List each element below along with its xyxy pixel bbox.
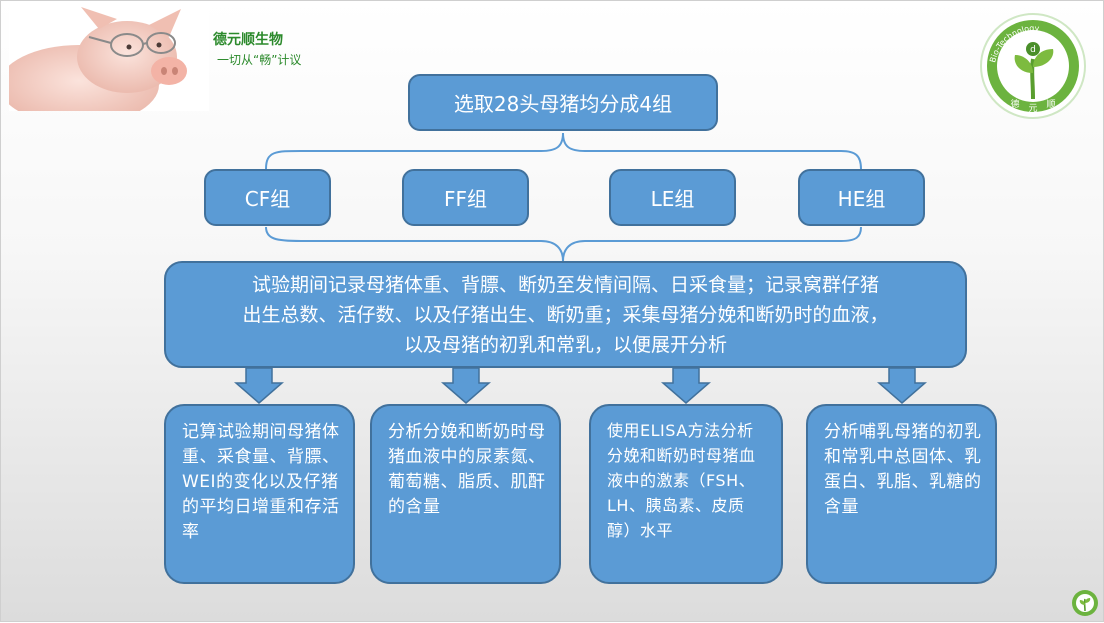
logo-char-1: 德 [1010, 98, 1019, 110]
group-box-ff: FF组 [402, 169, 529, 226]
company-logo: Bio-Technology d 德 元 顺 [973, 11, 1093, 121]
analysis-box-hormones: 使用ELISA方法分析分娩和断奶时母猪血液中的激素（FSH、LH、胰岛素、皮质醇… [589, 404, 783, 584]
logo-char-3: 顺 [1046, 99, 1055, 110]
analysis-box-blood-metabolites: 分析分娩和断奶时母猪血液中的尿素氮、葡萄糖、脂质、肌酐的含量 [370, 404, 561, 584]
down-arrow-1 [233, 367, 285, 404]
procedure-line-2: 出生总数、活仔数、以及仔猪出生、断奶重；采集母猪分娩和断奶时的血液， [242, 303, 889, 326]
group-box-he: HE组 [798, 169, 925, 226]
down-arrow-4 [876, 367, 928, 404]
analysis-box-performance: 记算试验期间母猪体重、采食量、背膘、WEI的变化以及仔猪的平均日增重和存活率 [164, 404, 355, 584]
analysis-box-milk: 分析哺乳母猪的初乳和常乳中总固体、乳蛋白、乳脂、乳糖的含量 [806, 404, 997, 584]
brand-slogan: 一切从“畅”计议 [217, 53, 302, 67]
pig-illustration [0, 7, 209, 125]
brand-name: 德元顺生物 [213, 32, 283, 48]
logo-char-2: 元 [1028, 104, 1037, 114]
down-arrow-3 [660, 367, 712, 404]
svg-text:d: d [1030, 45, 1036, 55]
procedure-line-3: 以及母猪的初乳和常乳，以便展开分析 [403, 333, 727, 356]
procedure-line-1: 试验期间记录母猪体重、背膘、断奶至发情间隔、日采食量；记录窝群仔猪 [251, 273, 879, 296]
brace-top [265, 132, 862, 170]
corner-logo-icon [1071, 589, 1099, 617]
down-arrow-2 [440, 367, 492, 404]
group-box-le: LE组 [609, 169, 736, 226]
procedure-box: 试验期间记录母猪体重、背膘、断奶至发情间隔、日采食量；记录窝群仔猪 出生总数、活… [164, 261, 967, 368]
top-box: 选取28头母猪均分成4组 [408, 74, 718, 131]
brace-mid [265, 226, 862, 262]
group-box-cf: CF组 [204, 169, 331, 226]
